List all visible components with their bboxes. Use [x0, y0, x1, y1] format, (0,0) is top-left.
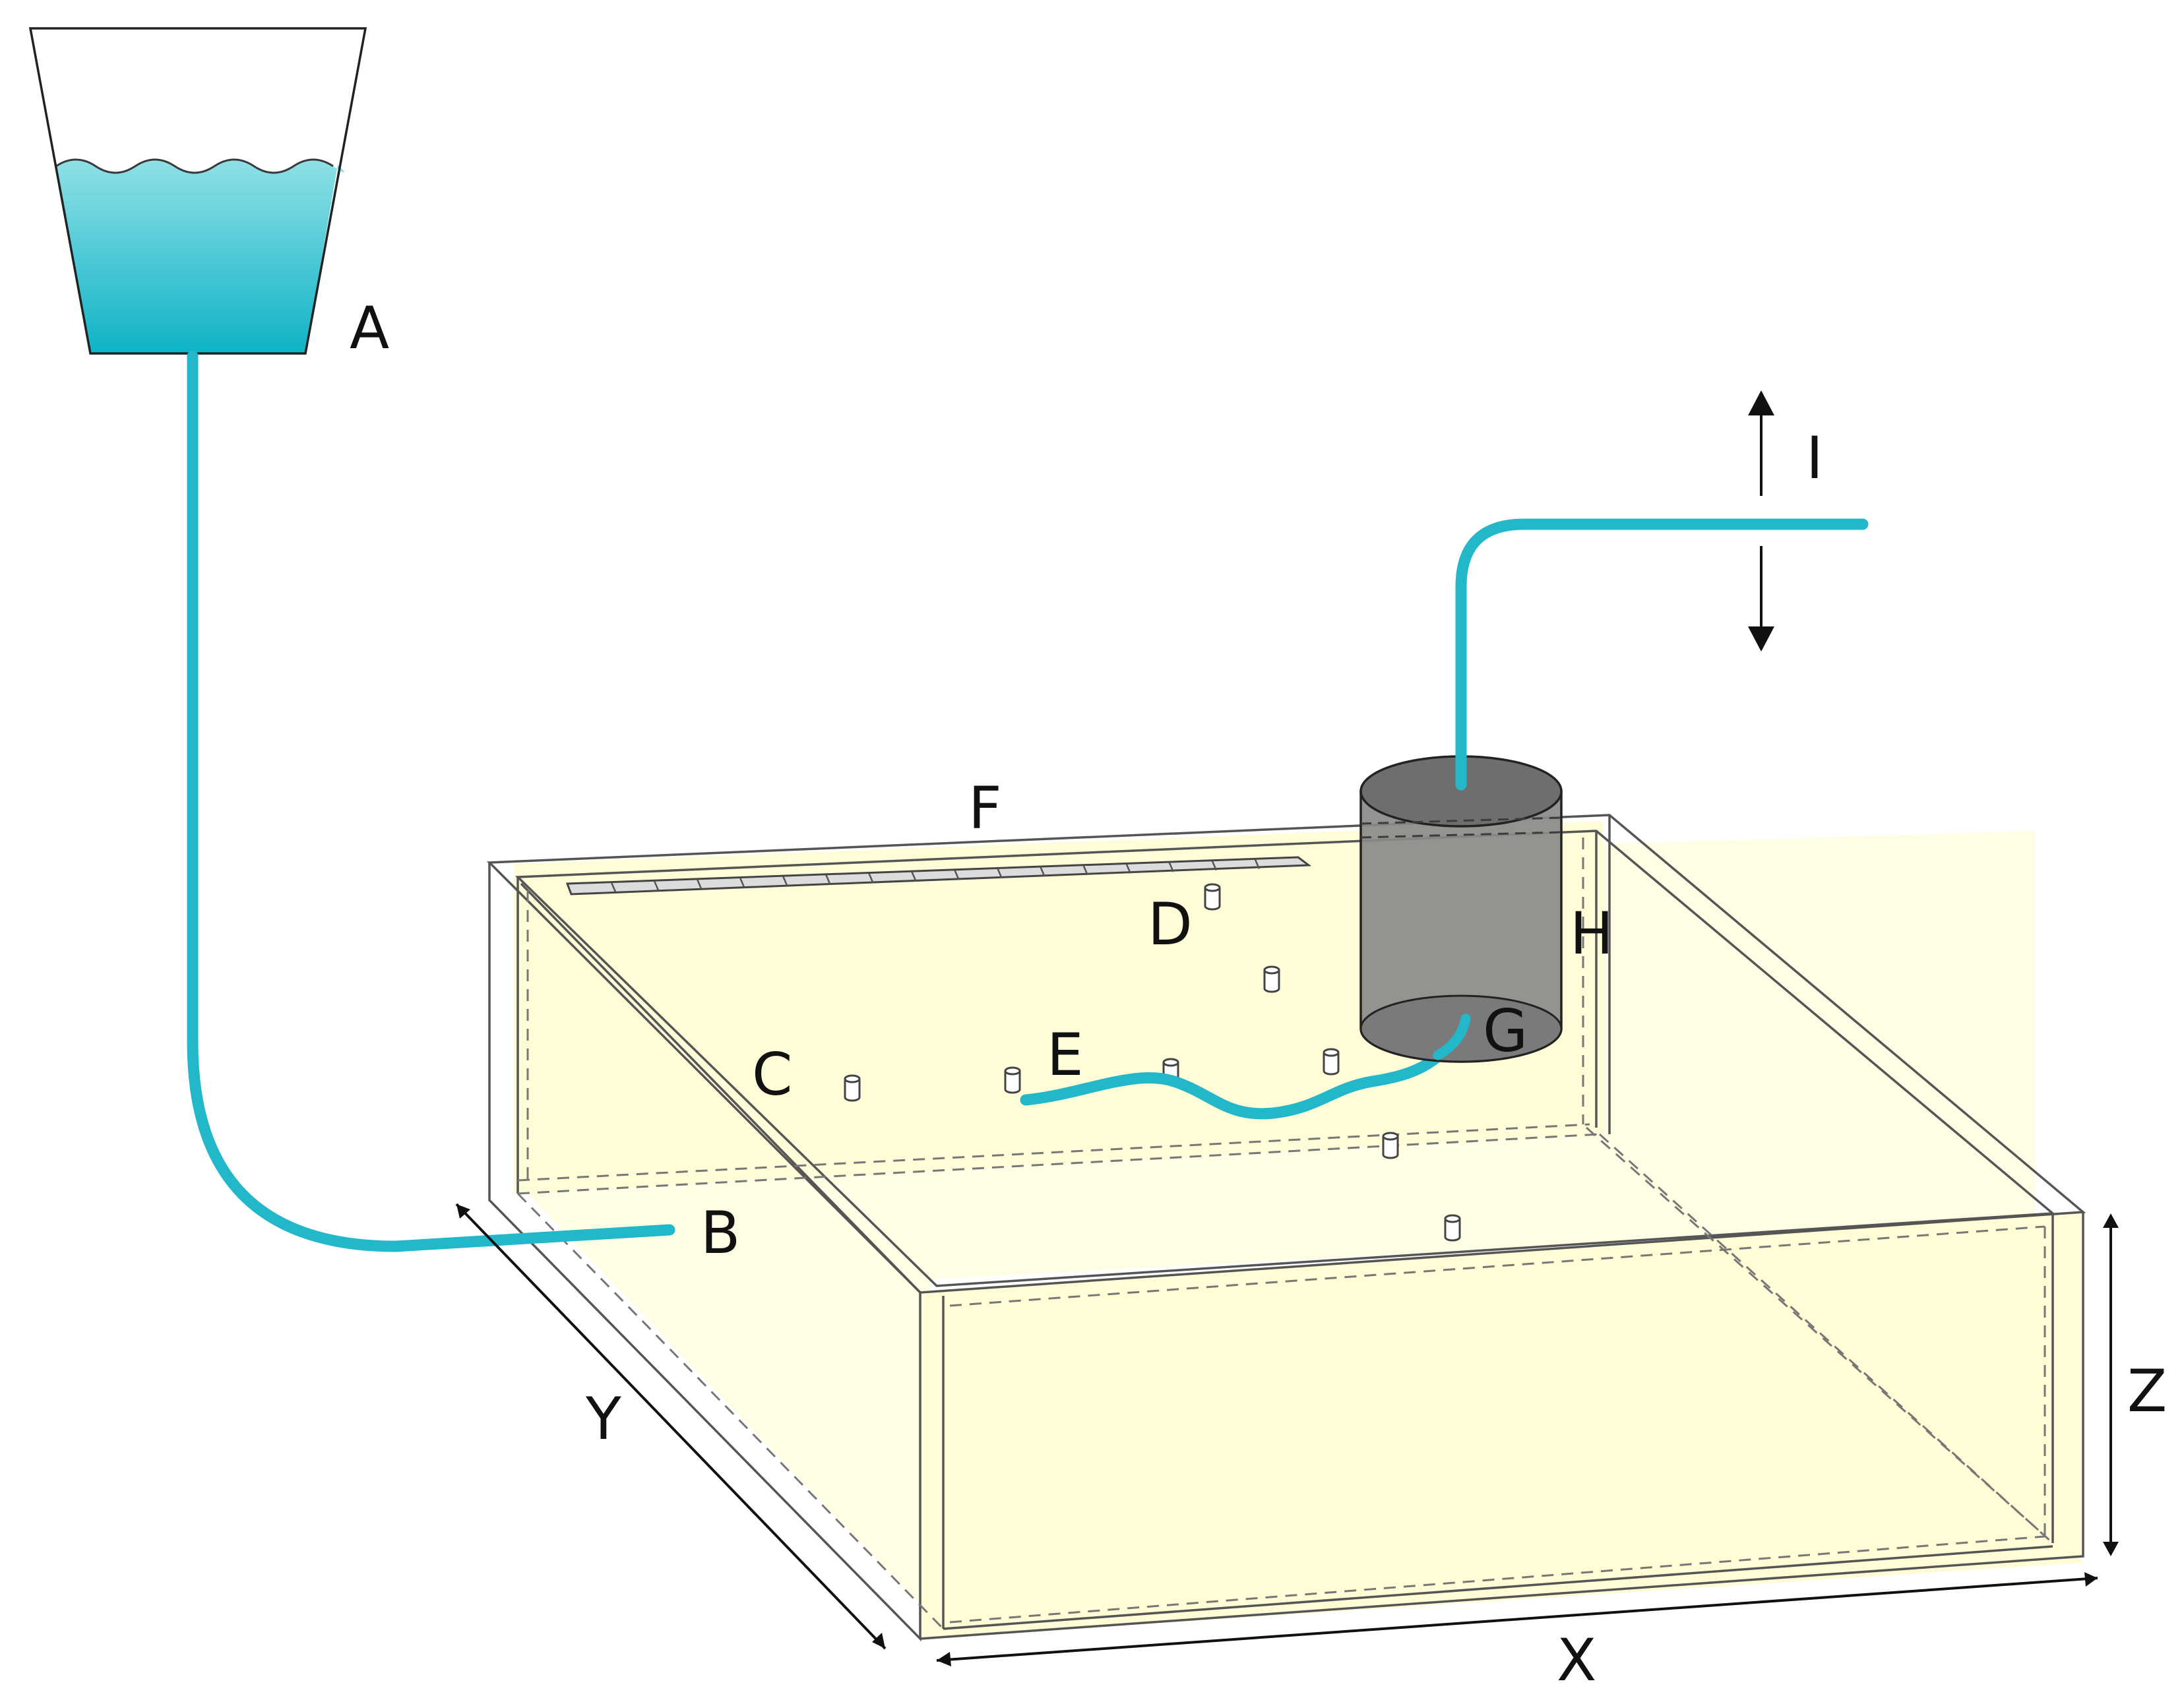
- tank-edge-right: [920, 1212, 2084, 1640]
- ruler-strip: [565, 856, 1312, 896]
- tank-hidden-left-bottom: [516, 1192, 945, 1630]
- sample-pins: [844, 883, 1461, 1242]
- reservoir-container: [28, 27, 367, 355]
- dimension-y: [455, 1203, 887, 1650]
- sample-pin: [844, 1074, 861, 1102]
- tank-edge-back-right: [1595, 815, 1611, 1134]
- label-H: H: [1570, 899, 1613, 967]
- vertical-movement-arrows: [1748, 390, 1774, 652]
- dimension-z: [2103, 1213, 2119, 1556]
- label-B: B: [701, 1199, 740, 1267]
- reservoir: [28, 27, 367, 355]
- label-Y: Y: [585, 1385, 621, 1453]
- tank-hidden-back-bottom: [517, 1133, 1600, 1195]
- label-E: E: [1047, 1021, 1084, 1089]
- arrow-up-icon: [1748, 390, 1774, 415]
- reservoir-water: [56, 160, 344, 353]
- tank-hidden-right-bottom: [1598, 1133, 2054, 1544]
- tank-edge-left: [488, 863, 921, 1642]
- sample-pin: [1382, 1132, 1399, 1159]
- inlet-tube: [187, 350, 675, 1252]
- tank-hidden-front-inner-bottom: [949, 1535, 2045, 1624]
- outlet-tube: [1455, 518, 1869, 791]
- wavy-tube: [1020, 1023, 1467, 1120]
- tank-bottom-inner: [943, 1545, 2053, 1630]
- tank-front-face: [920, 1213, 2081, 1639]
- tank-hidden-front-inner-top: [949, 1225, 2045, 1307]
- arrow-down-icon: [1748, 626, 1774, 652]
- label-G: G: [1483, 997, 1528, 1065]
- cylinder: [1359, 755, 1563, 1063]
- tube-end: [1433, 1014, 1471, 1060]
- dimension-x: [936, 1572, 2098, 1666]
- water-surface: [55, 158, 334, 174]
- sample-pin: [1444, 1214, 1461, 1242]
- label-D: D: [1148, 890, 1193, 958]
- sample-pin: [1263, 965, 1280, 993]
- label-I: I: [1806, 424, 1823, 492]
- sample-pin: [1204, 883, 1221, 911]
- tank-top-diagonal: [520, 882, 921, 1294]
- label-A: A: [350, 294, 389, 362]
- label-Z: Z: [2127, 1357, 2167, 1425]
- tank: [486, 814, 2086, 1642]
- sample-pin: [1323, 1048, 1340, 1076]
- label-F: F: [968, 774, 1002, 842]
- label-X: X: [1557, 1626, 1596, 1694]
- sample-pin: [1004, 1066, 1021, 1094]
- label-C: C: [752, 1041, 792, 1109]
- tank-hidden-right-bottom-2: [1586, 1126, 2039, 1531]
- tank-hidden-back-bottom-2: [517, 1123, 1590, 1182]
